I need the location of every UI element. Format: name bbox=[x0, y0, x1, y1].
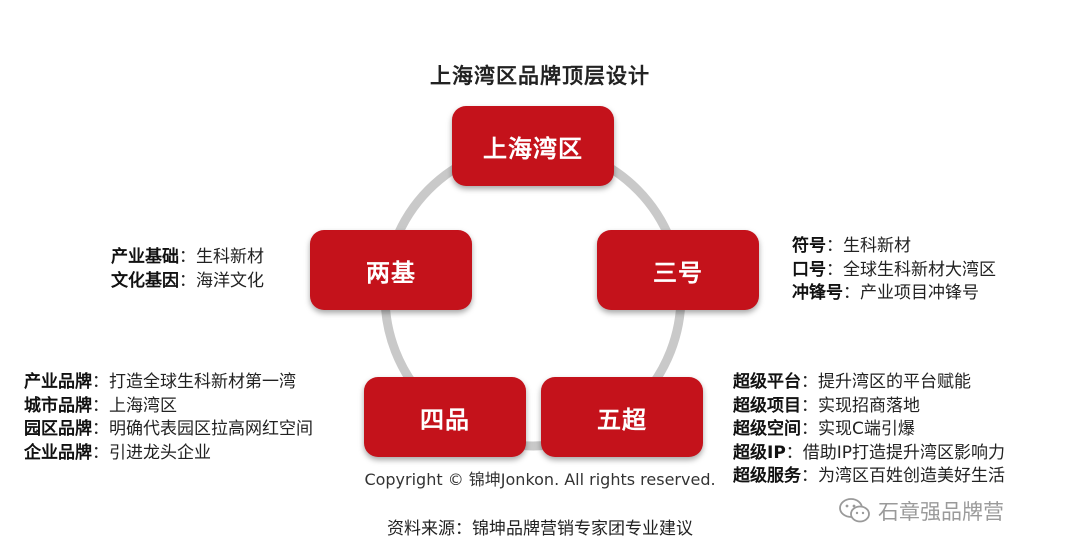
info-key: 超级服务 bbox=[733, 466, 801, 486]
info-value: 全球生科新材大湾区 bbox=[843, 259, 996, 280]
left-info-row: 文化基因：海洋文化 bbox=[111, 270, 264, 294]
copyright-notice: Copyright © 锦坤Jonkon. All rights reserve… bbox=[364, 470, 716, 489]
bottom-left-info-row: 城市品牌：上海湾区 bbox=[24, 395, 313, 419]
info-value: 产业项目冲锋号 bbox=[860, 283, 979, 303]
node-two-foundations: 两基 bbox=[310, 230, 472, 310]
right-info-row: 冲锋号：产业项目冲锋号 bbox=[792, 282, 996, 306]
info-value: 海洋文化 bbox=[196, 270, 264, 291]
diagram-title: 上海湾区品牌顶层设计 bbox=[430, 64, 650, 88]
info-key: 文化基因 bbox=[111, 270, 179, 291]
node-four-brands: 四品 bbox=[364, 377, 526, 457]
left-info-list: 产业基础：生科新材 文化基因：海洋文化 bbox=[111, 246, 264, 293]
bottom-left-info-row: 园区品牌：明确代表园区拉高网红空间 bbox=[24, 418, 313, 442]
info-separator: ： bbox=[92, 419, 109, 439]
source-note: 资料来源：锦坤品牌营销专家团专业建议 bbox=[387, 519, 693, 539]
node-shanghai-bay: 上海湾区 bbox=[452, 106, 614, 186]
info-value: 上海湾区 bbox=[109, 395, 177, 416]
watermark: 石章强品牌营 bbox=[838, 496, 1004, 526]
info-value: 生科新材 bbox=[843, 236, 911, 256]
info-value: 实现招商落地 bbox=[818, 395, 920, 416]
info-separator: ： bbox=[826, 236, 843, 256]
info-key: 园区品牌 bbox=[24, 419, 92, 439]
info-key: 超级IP bbox=[733, 442, 786, 463]
right-info-row: 符号：生科新材 bbox=[792, 235, 996, 259]
info-separator: ： bbox=[92, 372, 109, 392]
info-separator: ： bbox=[801, 419, 818, 439]
info-separator: ： bbox=[92, 442, 109, 463]
info-key: 超级项目 bbox=[733, 395, 801, 416]
bottom-right-info-row: 超级IP：借助IP打造提升湾区影响力 bbox=[733, 442, 1005, 466]
bottom-left-info-row: 产业品牌：打造全球生科新材第一湾 bbox=[24, 371, 313, 395]
info-value: 打造全球生科新材第一湾 bbox=[109, 372, 296, 392]
info-separator: ： bbox=[179, 247, 196, 267]
info-key: 超级平台 bbox=[733, 372, 801, 392]
info-key: 超级空间 bbox=[733, 419, 801, 439]
info-key: 符号 bbox=[792, 236, 826, 256]
bottom-right-info-row: 超级项目：实现招商落地 bbox=[733, 395, 1005, 419]
right-info-list: 符号：生科新材 口号：全球生科新材大湾区 冲锋号：产业项目冲锋号 bbox=[792, 235, 996, 306]
bottom-right-info-row: 超级平台：提升湾区的平台赋能 bbox=[733, 371, 1005, 395]
info-value: 明确代表园区拉高网红空间 bbox=[109, 419, 313, 439]
info-value: 生科新材 bbox=[196, 247, 264, 267]
info-separator: ： bbox=[801, 395, 818, 416]
bottom-left-info-row: 企业品牌：引进龙头企业 bbox=[24, 442, 313, 466]
bottom-right-info-row: 超级空间：实现C端引爆 bbox=[733, 418, 1005, 442]
watermark-text: 石章强品牌营 bbox=[878, 500, 1004, 524]
info-value: 为湾区百姓创造美好生活 bbox=[818, 466, 1005, 486]
info-separator: ： bbox=[801, 466, 818, 486]
info-key: 口号 bbox=[792, 259, 826, 280]
info-separator: ： bbox=[801, 372, 818, 392]
info-value: 引进龙头企业 bbox=[109, 442, 211, 463]
info-value: 提升湾区的平台赋能 bbox=[818, 372, 971, 392]
node-three-slogans: 三号 bbox=[597, 230, 759, 310]
info-separator: ： bbox=[92, 395, 109, 416]
info-separator: ： bbox=[843, 283, 860, 303]
info-key: 产业品牌 bbox=[24, 372, 92, 392]
info-key: 城市品牌 bbox=[24, 395, 92, 416]
info-key: 企业品牌 bbox=[24, 442, 92, 463]
bottom-left-info-list: 产业品牌：打造全球生科新材第一湾 城市品牌：上海湾区 园区品牌：明确代表园区拉高… bbox=[24, 371, 313, 465]
info-value: 实现C端引爆 bbox=[818, 419, 915, 439]
info-key: 产业基础 bbox=[111, 247, 179, 267]
info-key: 冲锋号 bbox=[792, 283, 843, 303]
node-five-supers: 五超 bbox=[541, 377, 703, 457]
info-separator: ： bbox=[179, 270, 196, 291]
left-info-row: 产业基础：生科新材 bbox=[111, 246, 264, 270]
right-info-row: 口号：全球生科新材大湾区 bbox=[792, 259, 996, 283]
wechat-icon bbox=[838, 496, 872, 526]
info-value: 借助IP打造提升湾区影响力 bbox=[802, 442, 1006, 463]
bottom-right-info-row: 超级服务：为湾区百姓创造美好生活 bbox=[733, 465, 1005, 489]
info-separator: ： bbox=[826, 259, 843, 280]
info-separator: ： bbox=[785, 442, 803, 463]
bottom-right-info-list: 超级平台：提升湾区的平台赋能 超级项目：实现招商落地 超级空间：实现C端引爆 超… bbox=[733, 371, 1005, 489]
